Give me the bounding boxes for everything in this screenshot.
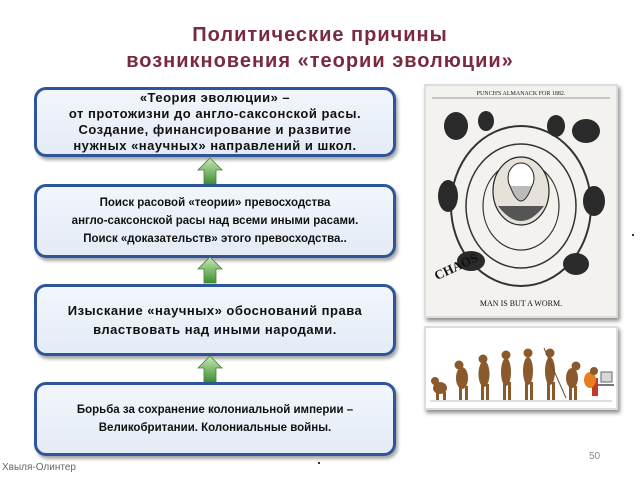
cartoon-header: PUNCH'S ALMANACK FOR 1882. (477, 91, 566, 97)
info-box-2: Поиск расовой «теории» превосходства анг… (34, 184, 396, 258)
box-2-line-2: англо-саксонской расы над всеми иными ра… (71, 215, 359, 227)
footer-author: Хвыля-Олинтер (2, 462, 76, 473)
box-4-line-1: Борьба за сохранение колониальной импери… (76, 404, 354, 416)
box-3-line-1: Изыскание «научных» обоснований права (67, 303, 363, 318)
info-box-1: «Теория эволюции» – от протожизни до анг… (34, 87, 396, 157)
decor-dot (318, 462, 320, 464)
box-2-line-3: Поиск «доказательств» этого превосходств… (83, 233, 347, 245)
cartoon-caption: MAN IS BUT A WORM. (480, 299, 562, 308)
slide-title-line-2: возникновения «теории эволюции» (126, 50, 514, 72)
info-box-4: Борьба за сохранение колониальной импери… (34, 382, 396, 456)
decor-dot (632, 234, 634, 236)
box-1-line-3: Создание, финансирование и развитие (78, 122, 352, 137)
darwin-cartoon-image: PUNCH'S ALMANACK FOR 1882. CHAOS MAN IS … (424, 84, 618, 318)
up-arrow-icon (197, 355, 223, 383)
box-1-line-4: нужных «научных» направлений и школ. (73, 138, 357, 153)
info-box-3: Изыскание «научных» обоснований права вл… (34, 284, 396, 356)
box-1-line-2: от протожизни до англо-саксонской расы. (68, 106, 362, 121)
page-number: 50 (589, 451, 601, 462)
up-arrow-icon (197, 157, 223, 185)
box-4-line-2: Великобритании. Колониальные войны. (98, 422, 332, 434)
box-1-line-1: «Теория эволюции» – (139, 90, 291, 105)
slide-title-line-1: Политические причины (192, 24, 448, 46)
up-arrow-icon (197, 256, 223, 284)
box-2-line-1: Поиск расовой «теории» превосходства (99, 197, 331, 209)
box-3-line-2: властвовать над иными народами. (93, 322, 337, 337)
evolution-march-image (424, 326, 618, 410)
slide-title: Политические причины возникновения «теор… (0, 22, 640, 74)
